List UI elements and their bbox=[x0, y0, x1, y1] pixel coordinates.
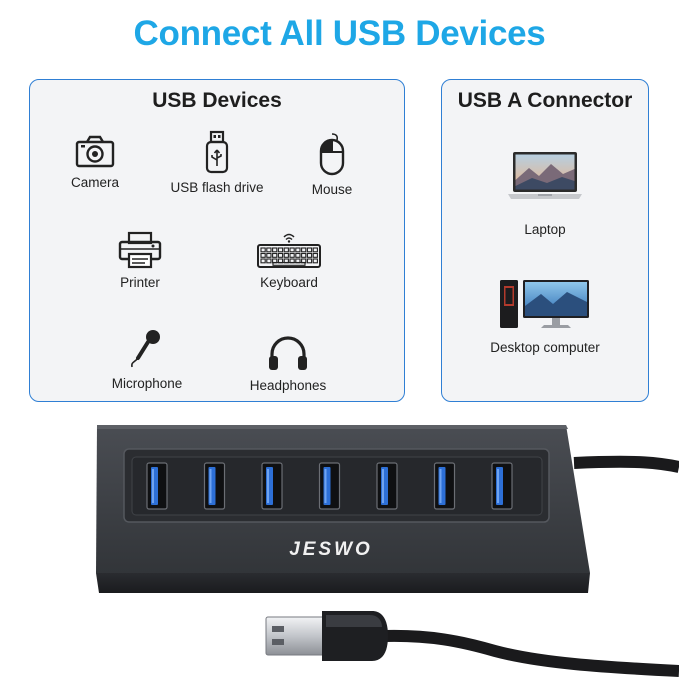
device-headphones: Headphones bbox=[223, 334, 353, 393]
device-mouse: Mouse bbox=[267, 132, 397, 197]
usb-a-connector-panel: USB A Connector Laptop bbox=[441, 79, 649, 402]
microphone-icon bbox=[131, 330, 160, 368]
usb-port bbox=[203, 462, 226, 510]
device-label-headphones: Headphones bbox=[249, 378, 327, 393]
device-desktop-computer: Desktop computer bbox=[480, 276, 610, 355]
printer-icon bbox=[118, 231, 162, 269]
usb-flash-drive-icon bbox=[205, 130, 229, 174]
device-laptop: Laptop bbox=[480, 150, 610, 237]
laptop-icon bbox=[508, 152, 582, 199]
device-label-keyboard: Keyboard bbox=[260, 275, 318, 290]
device-label-mouse: Mouse bbox=[311, 182, 353, 197]
usb-port bbox=[433, 462, 456, 510]
device-label-camera: Camera bbox=[70, 175, 119, 190]
mouse-icon bbox=[319, 133, 345, 176]
device-keyboard: Keyboard bbox=[224, 231, 354, 290]
usb-port bbox=[318, 462, 341, 510]
usb-hub-product: JESWO bbox=[96, 425, 679, 677]
device-label-microphone: Microphone bbox=[111, 376, 183, 391]
device-label-usb-flash-drive: USB flash drive bbox=[170, 180, 264, 195]
device-label-laptop: Laptop bbox=[524, 222, 566, 237]
usb-port bbox=[376, 462, 398, 510]
usb-devices-title: USB Devices bbox=[152, 89, 282, 112]
keyboard-icon bbox=[257, 233, 321, 268]
device-label-desktop-computer: Desktop computer bbox=[490, 340, 600, 355]
device-printer: Printer bbox=[75, 231, 205, 290]
usb-devices-panel: USB Devices Camera USB flash drive Mouse bbox=[29, 79, 405, 402]
page-headline: Connect All USB Devices bbox=[133, 14, 546, 53]
usb-a-plug-metal bbox=[265, 616, 327, 656]
headphones-icon bbox=[269, 336, 307, 370]
device-usb-flash-drive: USB flash drive bbox=[152, 130, 282, 195]
usb-port bbox=[261, 462, 283, 510]
hub-brand-logo: JESWO bbox=[289, 539, 373, 560]
usb-port bbox=[491, 462, 513, 510]
usb-a-connector-title: USB A Connector bbox=[457, 89, 633, 112]
device-camera: Camera bbox=[30, 135, 160, 190]
usb-port bbox=[146, 462, 168, 510]
hub-cable bbox=[573, 455, 679, 473]
camera-icon bbox=[75, 135, 115, 168]
device-microphone: Microphone bbox=[82, 328, 212, 391]
device-label-printer: Printer bbox=[120, 275, 160, 290]
desktop-computer-icon bbox=[500, 280, 589, 328]
